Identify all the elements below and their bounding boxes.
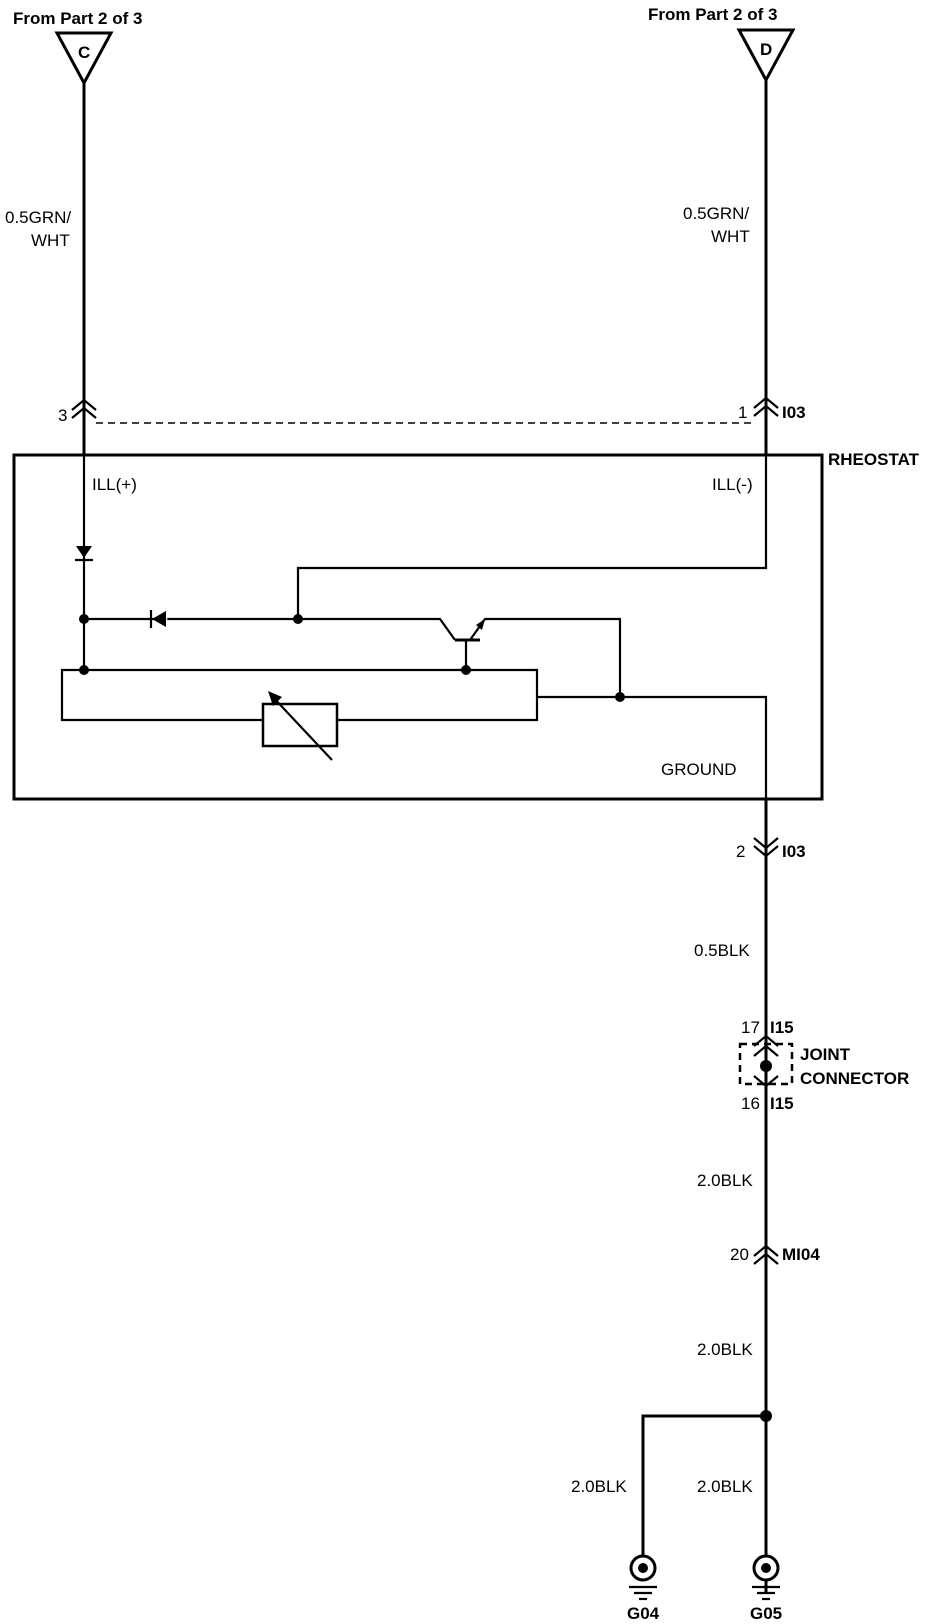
joint-dot xyxy=(760,1060,772,1072)
pin-1-label: 1 xyxy=(738,403,747,422)
joint-lower-chevron xyxy=(753,1075,779,1088)
diode-1-icon xyxy=(76,546,92,558)
ground-g04-icon xyxy=(629,1554,657,1601)
pin-1-connector: I03 xyxy=(782,403,806,422)
wire-left-color-2: WHT xyxy=(31,231,70,250)
pin-3-label: 3 xyxy=(58,406,67,425)
pin-17-mark xyxy=(753,1034,779,1047)
pin-2-label: 2 xyxy=(736,842,745,861)
wire-after-mi04-color: 2.0BLK xyxy=(697,1340,753,1359)
pin-20-mark xyxy=(753,1244,779,1265)
pin-2-mark xyxy=(753,837,779,858)
ground-label: GROUND xyxy=(661,760,737,779)
transistor-arrow xyxy=(476,619,485,630)
ill-plus-label: ILL(+) xyxy=(92,475,137,494)
connector-d-triangle xyxy=(736,28,796,84)
ground-internal-wire xyxy=(537,695,768,799)
wire-g05-color: 2.0BLK xyxy=(697,1477,753,1496)
from-part-label-left: From Part 2 of 3 xyxy=(13,9,142,28)
diode-2-icon xyxy=(152,611,166,627)
connector-c-triangle xyxy=(54,31,114,87)
pin-20-connector: MI04 xyxy=(782,1245,820,1264)
wire-ground-color: 0.5BLK xyxy=(694,941,750,960)
pin-2-connector: I03 xyxy=(782,842,806,861)
transistor-input-wire xyxy=(298,617,456,641)
transistor-emitter-wire xyxy=(469,617,622,697)
variable-resistor-arrowhead xyxy=(268,691,282,706)
wire-after-joint-color: 2.0BLK xyxy=(697,1171,753,1190)
connector-c-letter: C xyxy=(78,43,90,62)
ground-g04-label: G04 xyxy=(627,1604,660,1623)
joint-label-1: JOINT xyxy=(800,1045,851,1064)
pin-17-connector: I15 xyxy=(770,1018,794,1037)
from-part-label-right: From Part 2 of 3 xyxy=(648,5,777,24)
wire-left-color-1: 0.5GRN/ xyxy=(5,208,71,227)
variable-resistor-arrow xyxy=(269,693,333,761)
wire-right-color-2: WHT xyxy=(711,227,750,246)
connector-d-letter: D xyxy=(760,40,772,59)
joint-label-2: CONNECTOR xyxy=(800,1069,909,1088)
rheostat-box xyxy=(12,453,824,801)
ill-minus-label: ILL(-) xyxy=(712,475,753,494)
ill-minus-internal-wire xyxy=(296,455,768,619)
ground-g05-icon xyxy=(752,1554,780,1601)
wire-g04 xyxy=(641,1414,766,1555)
pin-17-label: 17 xyxy=(741,1018,760,1037)
joint-upper-chevron xyxy=(753,1044,779,1057)
pin-3-mark xyxy=(71,398,97,419)
pin-20-label: 20 xyxy=(730,1245,749,1264)
wire-g04-color: 2.0BLK xyxy=(571,1477,627,1496)
wire-right-color-1: 0.5GRN/ xyxy=(683,204,749,223)
rheostat-title: RHEOSTAT xyxy=(828,450,920,469)
joint-connector-box xyxy=(738,1042,794,1086)
pin-1-mark xyxy=(753,396,779,417)
ground-g05-label: G05 xyxy=(750,1604,782,1623)
pin-16-label: 16 xyxy=(741,1094,760,1113)
rheostat-loop xyxy=(60,668,539,722)
pin-16-connector: I15 xyxy=(770,1094,794,1113)
